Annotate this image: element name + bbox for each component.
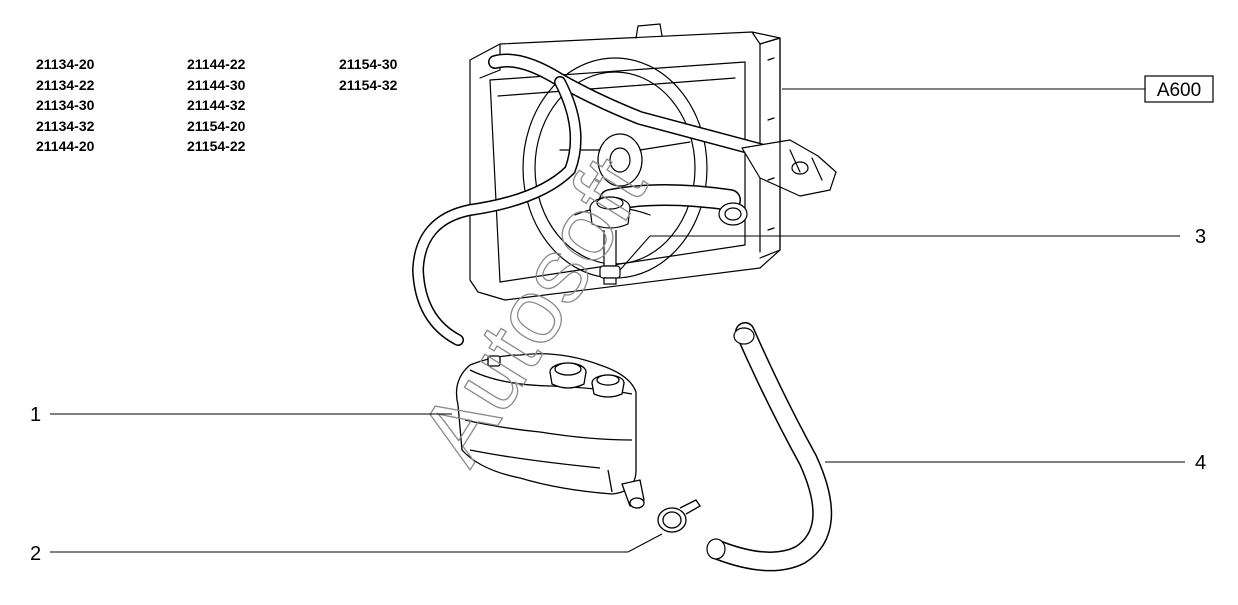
model-code: 21144-30 <box>187 76 246 93</box>
model-code: 21134-22 <box>36 76 95 93</box>
model-code: 21154-22 <box>187 138 246 154</box>
callout-4: 4 <box>1195 452 1206 474</box>
model-list-col-1: 21134-20 21134-22 21134-30 21134-32 2114… <box>36 54 94 157</box>
radiator-assembly <box>412 23 837 346</box>
model-list-col-2: 21144-22 21144-30 21144-32 21154-20 2115… <box>187 54 245 157</box>
model-code: 21144-22 <box>187 56 246 72</box>
callout-2: 2 <box>30 543 41 565</box>
model-code: 21134-32 <box>36 117 95 134</box>
expansion-tank-part-1 <box>455 353 645 509</box>
model-code: 21154-20 <box>187 117 246 134</box>
model-code: 21154-30 <box>339 56 398 72</box>
model-code: 21134-30 <box>36 97 95 113</box>
reference-code: A600 <box>1157 80 1201 101</box>
callout-3: 3 <box>1195 226 1206 248</box>
hose-clamp-part-2 <box>657 499 701 533</box>
callout-1: 1 <box>30 404 41 426</box>
leader-lines <box>50 88 1185 553</box>
hose-part-4 <box>706 322 833 572</box>
leader-line-2 <box>50 533 663 553</box>
reference-box <box>1144 75 1214 103</box>
model-list-col-3: 21154-30 21154-32 <box>339 54 397 95</box>
model-code: 21144-32 <box>187 97 246 113</box>
model-code: 21144-20 <box>36 138 95 154</box>
filler-cap-part-3 <box>589 196 631 285</box>
model-code: 21154-32 <box>339 76 398 93</box>
leader-line-3 <box>619 235 1180 271</box>
model-code: 21134-20 <box>36 56 95 72</box>
